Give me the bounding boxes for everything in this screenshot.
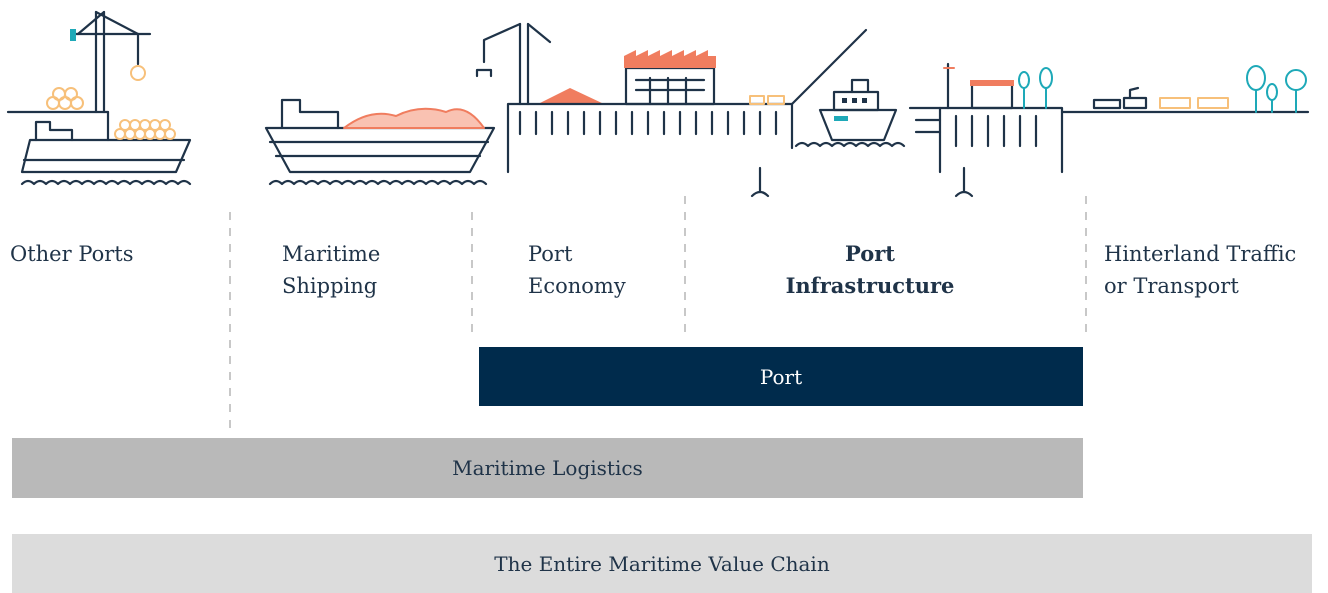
quay-wall-icon (506, 102, 794, 174)
stage-label-other-ports: Other Ports (10, 242, 134, 266)
factory-icon (624, 66, 716, 106)
stage-label-port-economy: Port Economy (528, 242, 626, 298)
trees-icon (1018, 65, 1307, 113)
bulk-carrier-ship-icon (264, 98, 496, 186)
bascule-bridge-icon (790, 28, 868, 106)
bollard-icon (750, 166, 974, 198)
hinterland-road-icon (1060, 86, 1310, 114)
stage-label-hinterland: Hinterland Traffic or Transport (1104, 242, 1297, 298)
port-bar: Port (479, 347, 1083, 406)
stage-label-maritime-shipping: Maritime Shipping (282, 242, 381, 298)
maritime-logistics-bar: Maritime Logistics (12, 438, 1083, 498)
lock-gate-icon (908, 106, 1064, 174)
cargo-ship-with-crane-icon (6, 10, 192, 186)
harbour-crane-icon (475, 22, 552, 106)
stage-label-port-infrastructure: Port Infrastructure (785, 241, 955, 298)
stage-dividers (229, 196, 1087, 434)
ferry-ship-icon (794, 78, 906, 148)
value-chain-bar: The Entire Maritime Value Chain (12, 534, 1312, 593)
